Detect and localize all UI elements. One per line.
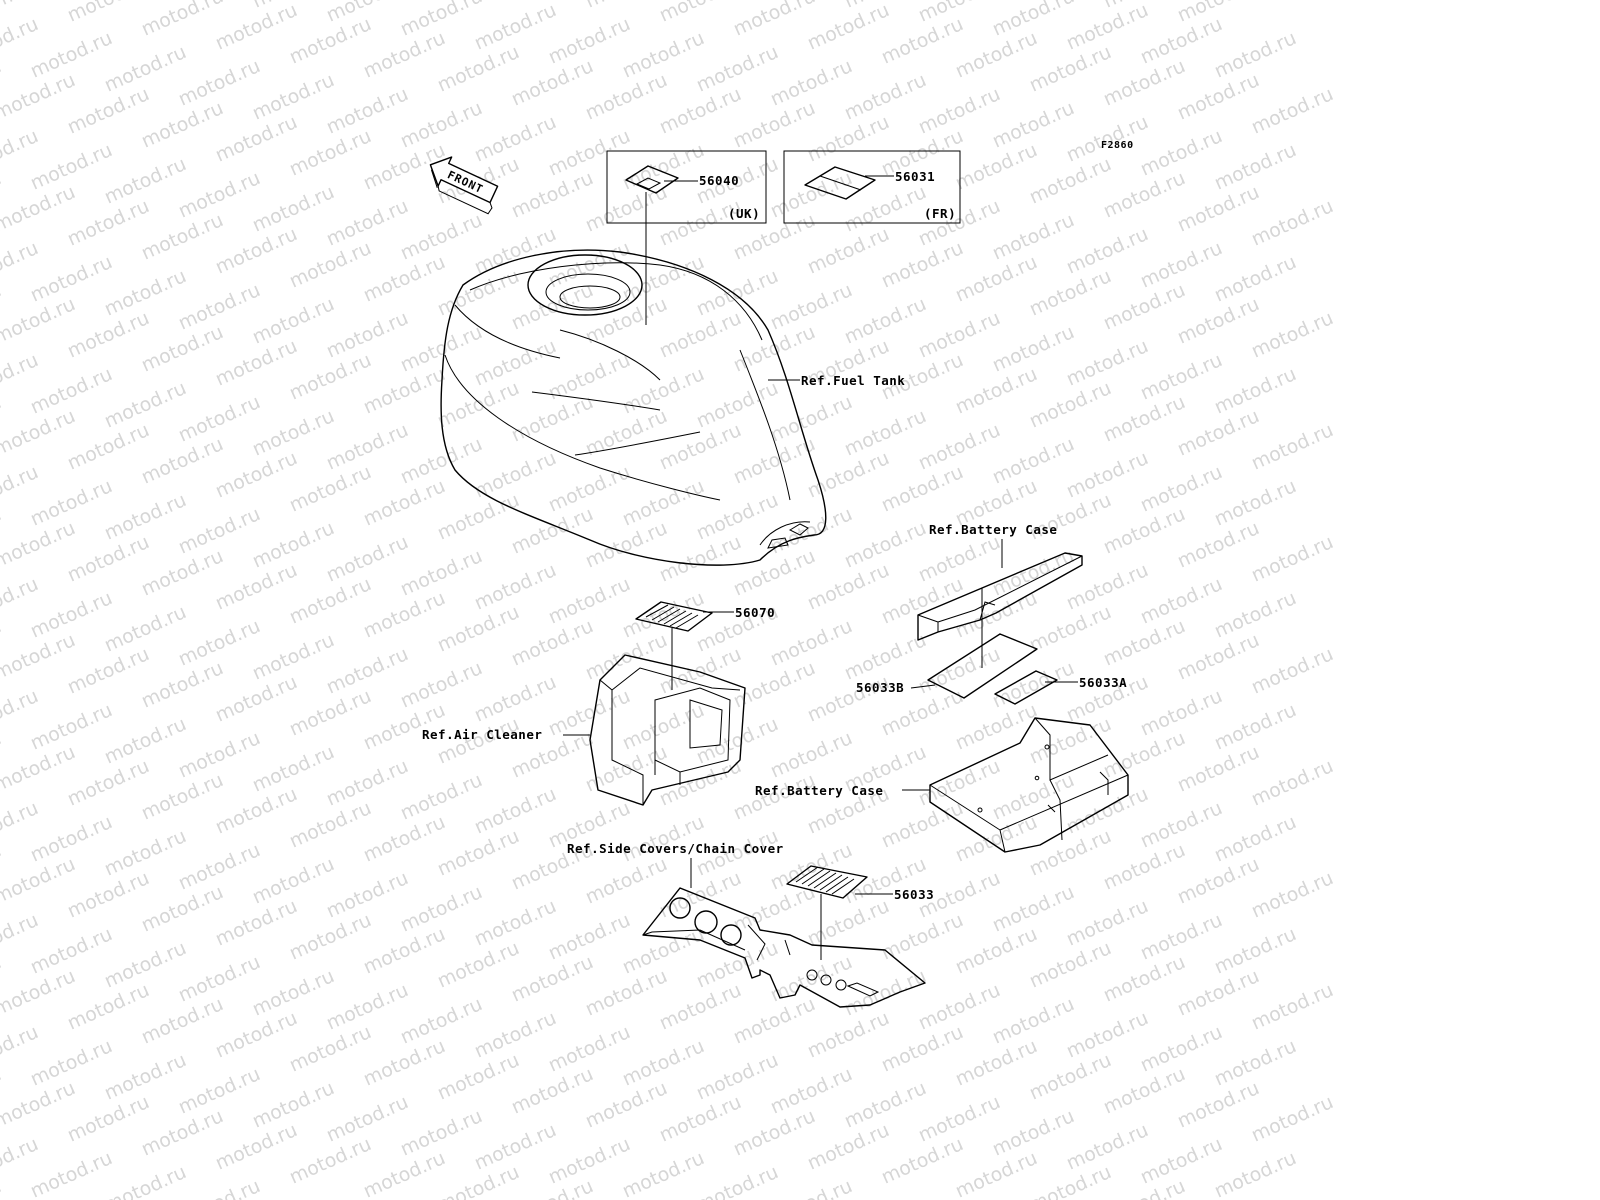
callout-box-fr: 56031 (FR) <box>783 150 961 224</box>
watermark-text: motod.ru <box>1248 195 1337 251</box>
watermark-text: motod.ru <box>1248 531 1337 587</box>
label-decal-56031-icon <box>804 166 876 200</box>
part-number-56033b: 56033B <box>856 680 904 695</box>
watermark-text: motod.ru <box>1248 419 1337 475</box>
callout-box-uk: 56040 (UK) <box>606 150 767 325</box>
ref-battery-case-upper-label: Ref.Battery Case <box>929 522 1057 537</box>
watermark-text: motod.ru <box>1248 979 1337 1035</box>
fuel-tank-icon <box>440 249 827 566</box>
part-number-56033: 56033 <box>894 887 934 902</box>
watermark-text: motod.ru <box>1248 867 1337 923</box>
ref-fuel-tank-label: Ref.Fuel Tank <box>801 373 905 388</box>
label-decal-56033b-icon <box>927 633 1038 699</box>
watermark-text: motod.ru <box>1248 643 1337 699</box>
watermark-text: motod.ru <box>1248 83 1337 139</box>
part-number-56070: 56070 <box>735 605 775 620</box>
watermark-layer: motod.rumotod.rumotod.rumotod.rumotod.ru… <box>0 0 1337 1200</box>
watermark-text: motod.ru <box>1248 307 1337 363</box>
part-number-56031: 56031 <box>895 169 935 184</box>
ref-air-cleaner-label: Ref.Air Cleaner <box>422 727 542 742</box>
label-decal-56033a-icon <box>994 670 1058 705</box>
region-uk: (UK) <box>728 206 760 221</box>
watermark-text: motod.ru <box>1248 1091 1337 1147</box>
chain-cover-icon <box>642 887 926 1008</box>
watermark-text: motod.ru <box>27 1147 116 1200</box>
label-decal-56040-icon <box>625 165 679 194</box>
watermark-text: motod.ru <box>0 1175 5 1200</box>
watermark-text: motod.ru <box>1248 755 1337 811</box>
air-cleaner-icon <box>563 654 746 806</box>
part-number-56033a: 56033A <box>1079 675 1127 690</box>
ref-side-covers-label: Ref.Side Covers/Chain Cover <box>567 841 784 856</box>
ref-battery-case-lower-label: Ref.Battery Case <box>755 783 883 798</box>
watermark-text: motod.ru <box>619 1147 708 1200</box>
region-fr: (FR) <box>924 206 956 221</box>
figure-code: F2860 <box>1101 140 1134 151</box>
part-number-56040: 56040 <box>699 173 739 188</box>
battery-case-upper-icon <box>917 552 1083 668</box>
watermark-text: motod.ru <box>1211 1147 1300 1200</box>
battery-case-lower-icon <box>902 717 1129 853</box>
label-decal-56070-icon <box>635 601 734 690</box>
label-decal-56033-icon <box>786 865 893 960</box>
